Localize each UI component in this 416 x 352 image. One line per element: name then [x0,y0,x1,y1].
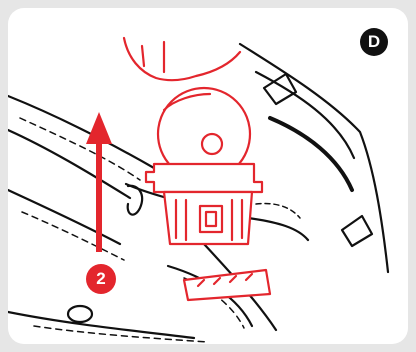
hand-outline [124,38,240,80]
strap-edge-upper [8,96,154,168]
assembly-illustration [8,8,408,344]
buckle-assembly [124,38,270,300]
diamond-lower [342,216,372,246]
finger-line-1 [142,46,144,66]
buckle-tongue [184,270,270,300]
step-number-badge: 2 [86,264,116,294]
housing-body [164,192,252,244]
arrow-head [86,112,112,144]
strap-stitch-lower [22,212,124,260]
arrow-shaft [96,136,102,252]
illustration-panel: D 2 [8,8,408,344]
strap-edge-middle [8,130,130,198]
body-thick-band [270,118,352,190]
belt-stitch [256,204,300,218]
housing-top [146,164,262,192]
panel-letter-badge: D [360,28,388,56]
strap-edge-lower [8,190,120,244]
hole-left [68,306,92,322]
side-clip [128,186,142,215]
